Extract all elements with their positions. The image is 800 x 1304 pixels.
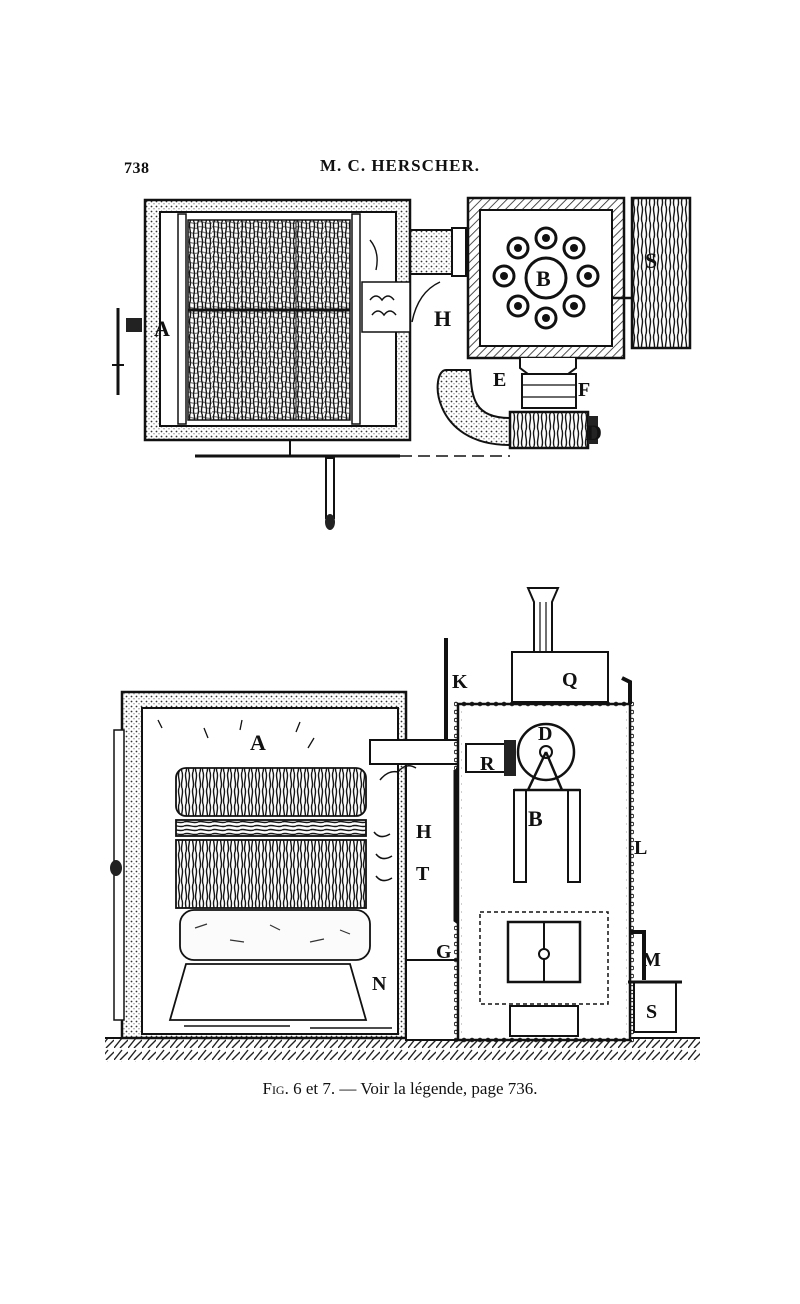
caption-text: 6 et 7. — Voir la légende, page 736.	[288, 1079, 538, 1098]
label-r: R	[480, 753, 495, 775]
upper-duct	[409, 227, 467, 323]
label-b: B	[536, 266, 551, 291]
caption-fig-word: Fig.	[262, 1079, 289, 1098]
figure-caption: Fig. 6 et 7. — Voir la légende, page 736…	[0, 1079, 800, 1099]
label-l: L	[634, 837, 647, 859]
label-q: Q	[562, 669, 578, 691]
label-n: N	[372, 973, 387, 995]
label-h: H	[434, 306, 451, 331]
reservoir-s-section	[628, 980, 682, 1033]
label-a: A	[250, 730, 266, 755]
reservoir-s	[612, 196, 692, 350]
label-d: D	[538, 723, 552, 745]
label-a: A	[154, 316, 170, 341]
label-h: H	[416, 821, 432, 843]
fan-assembly	[436, 369, 598, 450]
figure-6-plan-view: A H B S	[100, 190, 700, 540]
label-k: K	[452, 671, 468, 693]
chamber-stand	[195, 440, 510, 530]
label-f: F	[578, 379, 590, 401]
label-s: S	[646, 1001, 657, 1023]
furnace-casing	[454, 676, 646, 1044]
page-number: 738	[124, 160, 150, 177]
label-m: M	[642, 949, 661, 971]
figure-7-section-view: A N H T G K Q	[100, 580, 700, 1070]
label-b: B	[528, 806, 543, 831]
running-title: M. C. HERSCHER.	[320, 156, 480, 175]
label-e: E	[493, 369, 506, 391]
label-g: G	[436, 941, 452, 963]
label-t: T	[416, 863, 430, 885]
drying-chamber-section	[110, 690, 408, 1040]
tank-q	[511, 651, 609, 703]
drying-chamber	[112, 198, 412, 442]
label-s: S	[645, 248, 657, 273]
label-d: D	[586, 420, 602, 445]
heater-tube-box	[466, 196, 626, 375]
